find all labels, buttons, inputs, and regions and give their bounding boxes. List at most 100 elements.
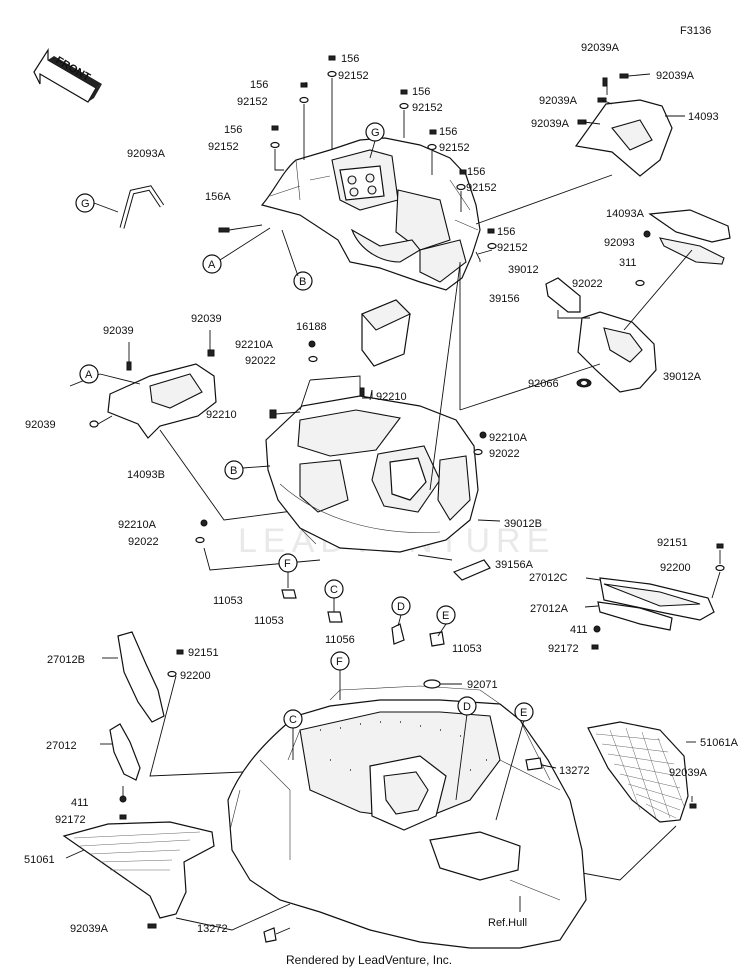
- svg-text:92039A: 92039A: [669, 767, 708, 779]
- svg-text:92093: 92093: [604, 237, 635, 249]
- svg-text:92039A: 92039A: [581, 42, 620, 54]
- svg-text:92210A: 92210A: [235, 339, 274, 351]
- panel-51061-leaders: [65, 849, 291, 931]
- callout-E-hull: E: [514, 702, 534, 722]
- block-16188: [308, 299, 411, 367]
- svg-text:A: A: [208, 259, 216, 271]
- svg-text:92152: 92152: [237, 96, 268, 108]
- upper-leader-lines: [228, 78, 613, 410]
- svg-text:D: D: [397, 601, 405, 613]
- svg-text:92152: 92152: [439, 142, 470, 154]
- grille-51061A: [587, 721, 697, 823]
- handle-grip: [119, 185, 165, 229]
- callout-A-left: A: [79, 364, 99, 384]
- svg-text:39156: 39156: [489, 293, 520, 305]
- callout-D-hull: D: [457, 696, 477, 716]
- callout-E-mid: E: [436, 605, 456, 625]
- callout-D-mid: D: [391, 596, 411, 616]
- svg-text:92152: 92152: [497, 242, 528, 254]
- svg-text:11053: 11053: [213, 595, 243, 607]
- svg-text:16188: 16188: [296, 321, 327, 333]
- svg-text:411: 411: [570, 624, 588, 636]
- svg-text:92039: 92039: [103, 325, 134, 337]
- svg-text:156: 156: [224, 124, 242, 136]
- svg-text:92210A: 92210A: [489, 432, 528, 444]
- panel-51061: [62, 821, 215, 929]
- svg-text:F: F: [336, 656, 343, 668]
- svg-text:A: A: [85, 369, 93, 381]
- footer-credit: Rendered by LeadVenture, Inc.: [286, 953, 452, 967]
- svg-text:92200: 92200: [180, 670, 211, 682]
- callout-C-mid: C: [324, 579, 344, 599]
- svg-text:B: B: [230, 465, 237, 477]
- svg-text:156: 156: [341, 53, 359, 65]
- callout-F-hull: F: [330, 651, 350, 671]
- svg-text:411: 411: [71, 797, 89, 809]
- svg-text:27012C: 27012C: [529, 572, 568, 584]
- shroud-14093B: [89, 349, 217, 439]
- svg-text:F: F: [284, 558, 291, 570]
- svg-text:92152: 92152: [338, 70, 369, 82]
- svg-text:156: 156: [412, 86, 430, 98]
- svg-text:11056: 11056: [325, 634, 355, 646]
- svg-text:G: G: [371, 127, 380, 139]
- svg-text:92152: 92152: [466, 182, 497, 194]
- svg-text:92210: 92210: [206, 409, 237, 421]
- svg-text:311: 311: [619, 257, 637, 269]
- hull-reference: [227, 679, 587, 949]
- svg-text:92210: 92210: [376, 391, 407, 403]
- upper-deck-bolts: [218, 55, 497, 250]
- front-arrow-icon: FRONT: [33, 47, 102, 103]
- svg-text:92039A: 92039A: [656, 70, 695, 82]
- svg-text:92022: 92022: [128, 536, 159, 548]
- upper-deck-panel: [260, 137, 481, 291]
- tray-39012B: [195, 387, 487, 553]
- svg-text:92210A: 92210A: [118, 519, 157, 531]
- callout-leaders: [93, 140, 447, 637]
- svg-text:27012A: 27012A: [530, 603, 569, 615]
- cover-14093-leaders: [583, 73, 685, 125]
- cover-39012A: [545, 277, 657, 393]
- svg-text:92151: 92151: [188, 647, 219, 659]
- clips-row: [281, 589, 445, 647]
- callout-F-mid: F: [278, 553, 298, 573]
- cover-14093: [574, 73, 673, 177]
- svg-text:14093A: 14093A: [606, 208, 645, 220]
- svg-text:B: B: [299, 276, 306, 288]
- svg-text:E: E: [442, 610, 449, 622]
- svg-text:156: 156: [439, 126, 457, 138]
- hull-leaders: [275, 668, 557, 935]
- svg-text:39156A: 39156A: [495, 559, 534, 571]
- svg-text:156: 156: [467, 166, 485, 178]
- svg-text:92093A: 92093A: [127, 148, 166, 160]
- svg-text:92022: 92022: [572, 278, 603, 290]
- svg-text:156A: 156A: [205, 191, 231, 203]
- svg-text:92039: 92039: [25, 419, 56, 431]
- trim-27012C: [591, 543, 725, 650]
- svg-text:92200: 92200: [660, 562, 691, 574]
- svg-text:11053: 11053: [452, 643, 482, 655]
- svg-text:39012: 39012: [508, 264, 539, 276]
- svg-text:27012B: 27012B: [47, 654, 85, 666]
- svg-text:39012B: 39012B: [504, 518, 542, 530]
- svg-text:92172: 92172: [548, 643, 579, 655]
- callout-C-hull: C: [283, 709, 303, 729]
- svg-text:27012: 27012: [46, 740, 77, 752]
- strip-39156A: [452, 559, 491, 581]
- callout-B-top: B: [293, 271, 313, 291]
- svg-text:51061: 51061: [24, 854, 55, 866]
- svg-text:92071: 92071: [467, 679, 498, 691]
- svg-text:92039A: 92039A: [70, 923, 109, 935]
- svg-text:14093: 14093: [688, 111, 719, 123]
- svg-text:D: D: [463, 701, 471, 713]
- svg-text:92039A: 92039A: [531, 118, 570, 130]
- svg-text:13272: 13272: [559, 765, 590, 777]
- trim-27012B: [109, 631, 184, 820]
- part-labels: 92039A 92039A 92039A 92039A 14093 156 92…: [24, 42, 739, 935]
- callout-G-top: G: [365, 122, 385, 142]
- reference-hull-label: Ref.Hull: [488, 917, 527, 929]
- svg-text:E: E: [520, 707, 527, 719]
- figure-code: F3136: [680, 25, 711, 37]
- callout-B-mid: B: [224, 460, 244, 480]
